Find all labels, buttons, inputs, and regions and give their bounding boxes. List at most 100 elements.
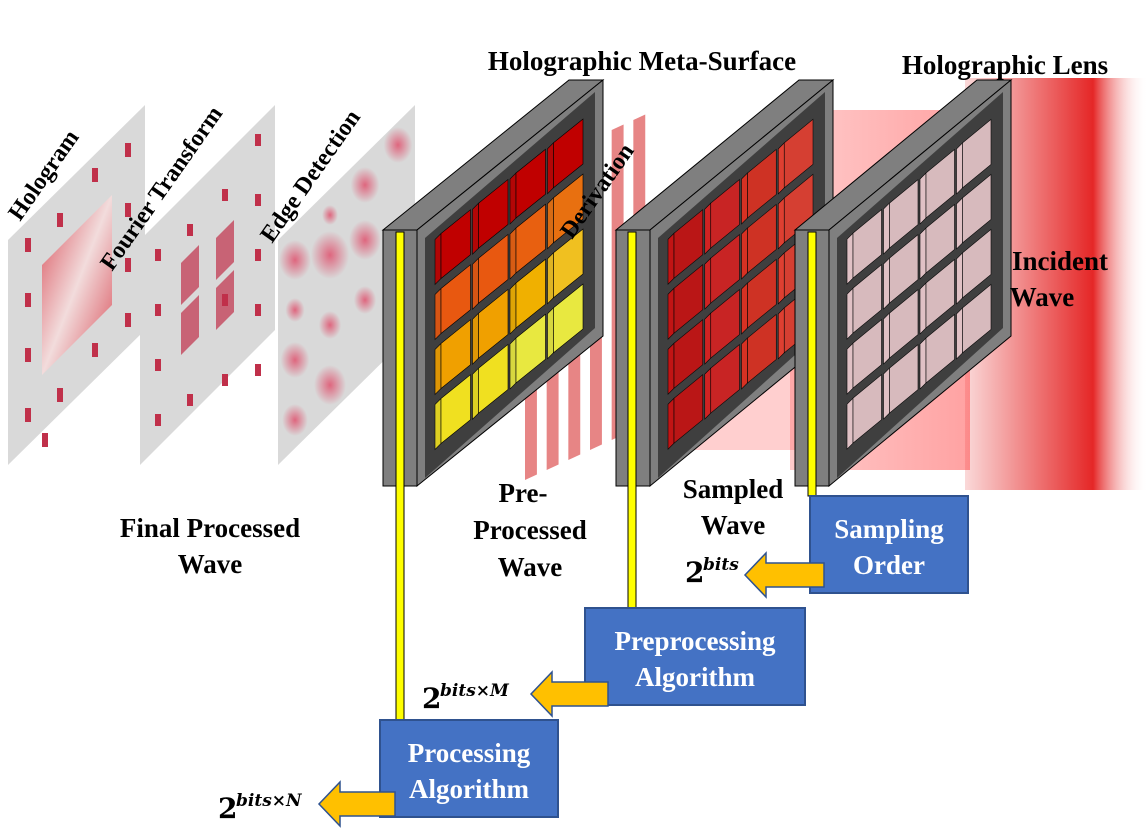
proc-label-2: Algorithm (409, 774, 529, 804)
fourier-dot (255, 134, 261, 146)
meta-atom (925, 313, 955, 384)
final-label-1: Final Processed (120, 513, 300, 543)
cell-side (846, 287, 854, 340)
cell-side (434, 342, 442, 396)
hologram-dot (42, 433, 48, 447)
meta-atom (925, 203, 955, 274)
meta-atom (889, 178, 919, 249)
meta-atom (747, 148, 777, 219)
fourier-peak (181, 295, 199, 355)
meta-atom (852, 209, 882, 279)
meta-atom (553, 173, 584, 244)
metasurface-panel (381, 78, 605, 488)
meta-atom (747, 313, 777, 384)
meta-atom (553, 118, 584, 189)
proc-output-exponent: bits×N (236, 791, 303, 811)
cell-side (777, 197, 785, 250)
cell-side (883, 367, 890, 420)
fourier-dot (155, 359, 161, 371)
lens-panel (793, 78, 1013, 488)
edge-blob (310, 231, 350, 279)
meta-atom (673, 264, 704, 334)
cell-side (883, 202, 890, 255)
cell-side (956, 197, 963, 250)
cell-side (509, 282, 517, 335)
preproc-label-1: Preprocessing (615, 626, 776, 656)
meta-atom (710, 233, 740, 304)
meta-atom (962, 173, 992, 244)
fourier-dot (187, 394, 193, 406)
meta-atom (783, 118, 814, 189)
meta-atom (710, 343, 740, 414)
meta-atom (852, 374, 882, 444)
fourier-dot (255, 304, 261, 316)
preproc-output-base: 2 (422, 682, 441, 715)
cell-side (883, 257, 890, 310)
cell-side (547, 252, 554, 305)
sampling-label-1: Sampling (834, 514, 944, 544)
preproc-output-exponent: bits×M (440, 681, 510, 701)
pre-label-3: Wave (498, 552, 563, 582)
hologram-dot (92, 168, 98, 182)
hologram-dot (25, 293, 31, 307)
sampling-output-arrow (743, 551, 825, 599)
meta-atom (852, 264, 882, 334)
cell-side (472, 367, 479, 420)
meta-atom (673, 374, 704, 444)
lens-title: Holographic Lens (902, 50, 1108, 80)
fourier-dot (222, 189, 228, 201)
meta-atom (962, 283, 992, 354)
cell-side (547, 307, 554, 360)
meta-atom (673, 319, 704, 389)
meta-atom (440, 319, 471, 390)
meta-atom (889, 343, 919, 414)
cell-side (846, 397, 854, 450)
cell-side (704, 367, 712, 420)
fourier-dot (155, 414, 161, 426)
proc-output-expression: 2 bits×N (218, 791, 303, 825)
pre-label-1: Pre- (499, 478, 548, 508)
incident-label-1: Incident (1012, 246, 1108, 276)
meta-atom (440, 264, 471, 335)
hologram-dot (25, 348, 31, 362)
preproc-output-expression: 2 bits×M (422, 681, 510, 715)
meta-atom (710, 288, 740, 359)
meta-atom (440, 209, 471, 280)
hologram-dot (125, 143, 131, 157)
connector-metasurface (395, 231, 405, 721)
proc-output-base: 2 (218, 792, 237, 825)
cell-side (883, 312, 890, 365)
cell-side (509, 227, 517, 280)
cell-side (777, 142, 785, 195)
cell-side (667, 232, 675, 285)
sampled-label-2: Wave (701, 510, 766, 540)
meta-atom (925, 258, 955, 329)
cell-side (741, 172, 748, 225)
edge-blob (314, 365, 346, 405)
cell-side (956, 142, 963, 195)
meta-atom (710, 178, 740, 249)
cell-side (919, 337, 927, 390)
incident-label-2: Wave (1010, 282, 1075, 312)
cell-side (547, 142, 554, 195)
cell-side (434, 397, 442, 451)
edge-blob (279, 240, 311, 280)
cell-side (846, 232, 854, 285)
fourier-dot (255, 249, 261, 261)
cell-side (472, 312, 479, 365)
cell-side (741, 282, 748, 335)
processing-box: Processing Algorithm (379, 719, 559, 818)
edge-blob (383, 127, 413, 163)
connector-lens (807, 231, 817, 497)
preprocessing-box: Preprocessing Algorithm (584, 607, 806, 706)
edge-blob (349, 220, 381, 260)
meta-atom (515, 203, 546, 274)
meta-atom (515, 313, 546, 384)
meta-atom (553, 283, 584, 354)
sampled-label-1: Sampled (683, 474, 784, 504)
fourier-dot (255, 364, 261, 376)
edge-blob (285, 298, 305, 322)
edge-blob (322, 205, 338, 225)
final-label-2: Wave (178, 549, 243, 579)
cell-side (704, 312, 712, 365)
